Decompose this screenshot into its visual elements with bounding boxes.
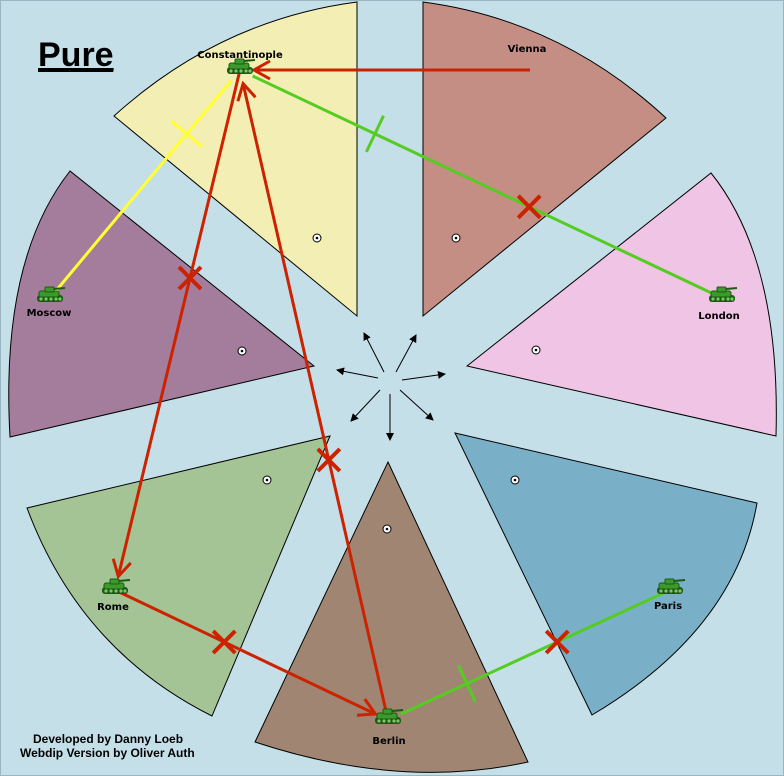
arrowhead-icon	[250, 59, 271, 81]
arrowhead-icon	[356, 698, 379, 717]
territory-vienna[interactable]	[422, 1, 667, 318]
arrowhead-icon	[111, 558, 132, 580]
order-line	[252, 74, 723, 300]
supply-center-icon	[382, 524, 392, 534]
order-line	[400, 588, 671, 716]
supply-center-icon	[262, 475, 272, 485]
support-tick-icon	[365, 115, 385, 153]
support-tick-icon	[457, 664, 477, 703]
arrow-icon	[395, 334, 417, 373]
territory-moscow[interactable]	[8, 170, 316, 438]
arrow-icon	[399, 389, 434, 421]
army-unit-icon[interactable]	[227, 58, 256, 74]
failed-cross-icon	[516, 194, 542, 220]
supply-center-icon	[312, 233, 322, 243]
label-moscow: Moscow	[27, 308, 72, 319]
failed-cross-icon	[211, 629, 237, 655]
label-berlin: Berlin	[372, 736, 405, 747]
supply-center-icon	[451, 233, 461, 243]
territory-paris[interactable]	[454, 432, 758, 716]
territory-rome[interactable]	[26, 435, 331, 717]
map-title: Pure	[38, 36, 114, 74]
army-unit-icon[interactable]	[375, 708, 404, 724]
territory-berlin[interactable]	[254, 460, 529, 773]
order-line	[116, 69, 242, 577]
army-unit-icon[interactable]	[709, 286, 738, 302]
territories	[8, 1, 777, 773]
label-paris: Paris	[654, 601, 682, 612]
label-vienna: Vienna	[508, 44, 547, 55]
arrowhead-icon	[236, 80, 257, 102]
label-rome: Rome	[97, 602, 129, 613]
label-constantinople: Constantinople	[197, 50, 283, 61]
order-berlin-constantinople	[236, 80, 390, 721]
units-layer	[37, 58, 738, 724]
order-line	[241, 83, 390, 721]
order-constantinople-rome	[111, 69, 242, 580]
supply-center-icon	[531, 345, 541, 355]
arrow-icon	[401, 371, 446, 381]
credit-webdip: Webdip Version by Oliver Auth	[20, 746, 195, 760]
supply-center-icon	[510, 475, 520, 485]
order-line	[48, 79, 233, 299]
label-london: London	[698, 311, 740, 322]
order-vienna-constantinople	[250, 59, 530, 81]
arrow-icon	[350, 389, 381, 422]
supply-center-icon	[237, 346, 247, 356]
army-unit-icon[interactable]	[657, 578, 686, 594]
army-unit-icon[interactable]	[37, 286, 66, 302]
supply-centers	[237, 233, 541, 534]
order-moscow-constantinople	[48, 79, 233, 299]
territory-constantinople[interactable]	[113, 1, 358, 318]
order-line	[114, 588, 377, 716]
center-arrows	[336, 332, 446, 441]
failed-cross-icon	[316, 447, 342, 473]
orders-layer	[48, 59, 723, 721]
arrow-icon	[336, 367, 379, 379]
army-unit-icon[interactable]	[102, 578, 131, 594]
failed-cross-icon	[544, 629, 570, 655]
order-paris-berlin	[400, 588, 671, 716]
failed-cross-icon	[177, 265, 203, 291]
order-rome-berlin	[114, 588, 379, 717]
arrow-icon	[363, 332, 385, 373]
order-london-constantinople	[252, 74, 723, 300]
territory-london[interactable]	[465, 172, 777, 437]
credit-developer: Developed by Danny Loeb	[33, 732, 183, 746]
support-tick-icon	[170, 119, 204, 148]
territory-labels: Constantinople Vienna London Paris Berli…	[27, 44, 740, 747]
